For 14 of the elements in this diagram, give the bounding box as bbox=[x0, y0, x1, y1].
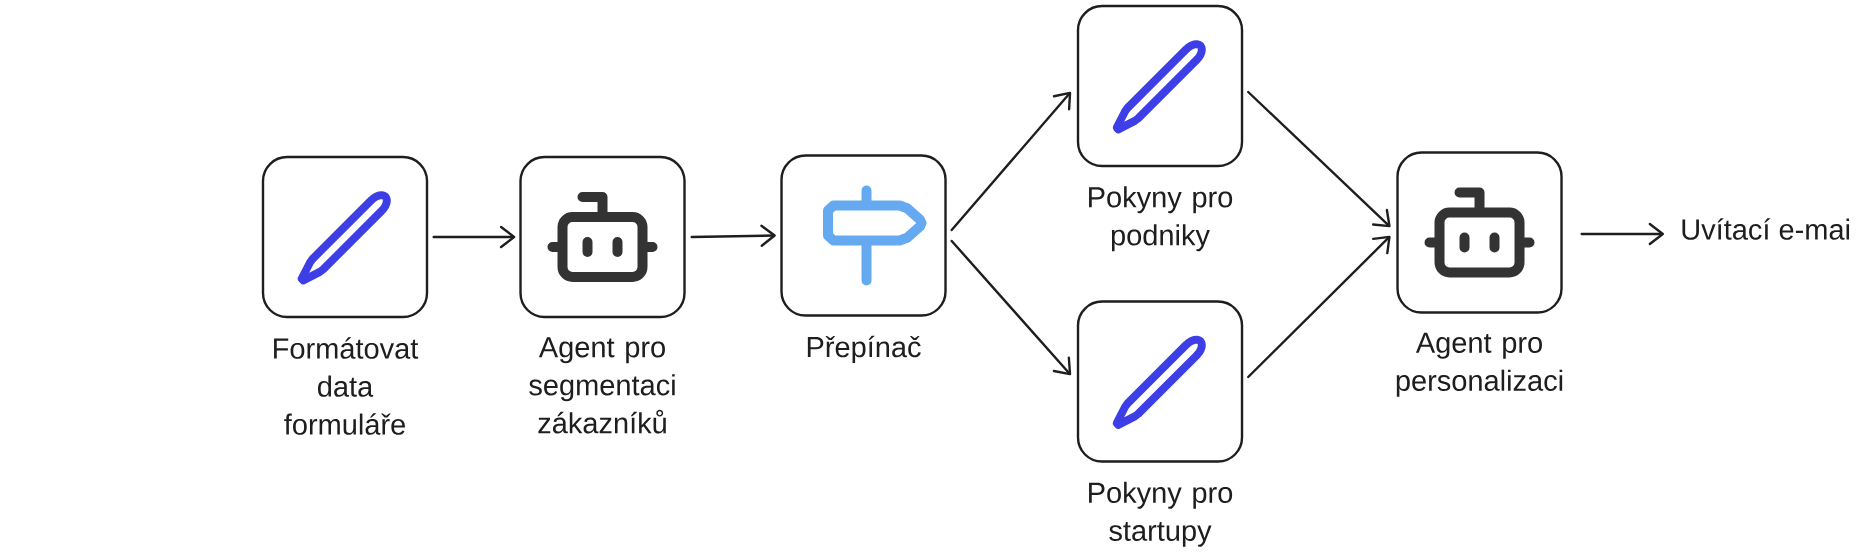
node-label: Pokyny pro startupy bbox=[1089, 481, 1233, 547]
node-label: Uvítací e-mai bbox=[1682, 218, 1850, 240]
arrow bbox=[1247, 90, 1391, 228]
arrow bbox=[1247, 235, 1391, 379]
node-label: Pokyny pro podniky bbox=[1089, 186, 1233, 252]
arrow bbox=[432, 225, 516, 249]
arrow bbox=[690, 224, 776, 247]
arrow bbox=[950, 239, 1072, 376]
node-label: Formátovat data formuláře bbox=[274, 337, 419, 435]
node-label: Agent pro segmentaci zákazníků bbox=[529, 337, 675, 434]
arrow bbox=[950, 91, 1072, 232]
arrow bbox=[1580, 222, 1664, 246]
node-label: Agent pro personalizaci bbox=[1396, 332, 1563, 397]
node-label: Přepínač bbox=[807, 335, 921, 364]
